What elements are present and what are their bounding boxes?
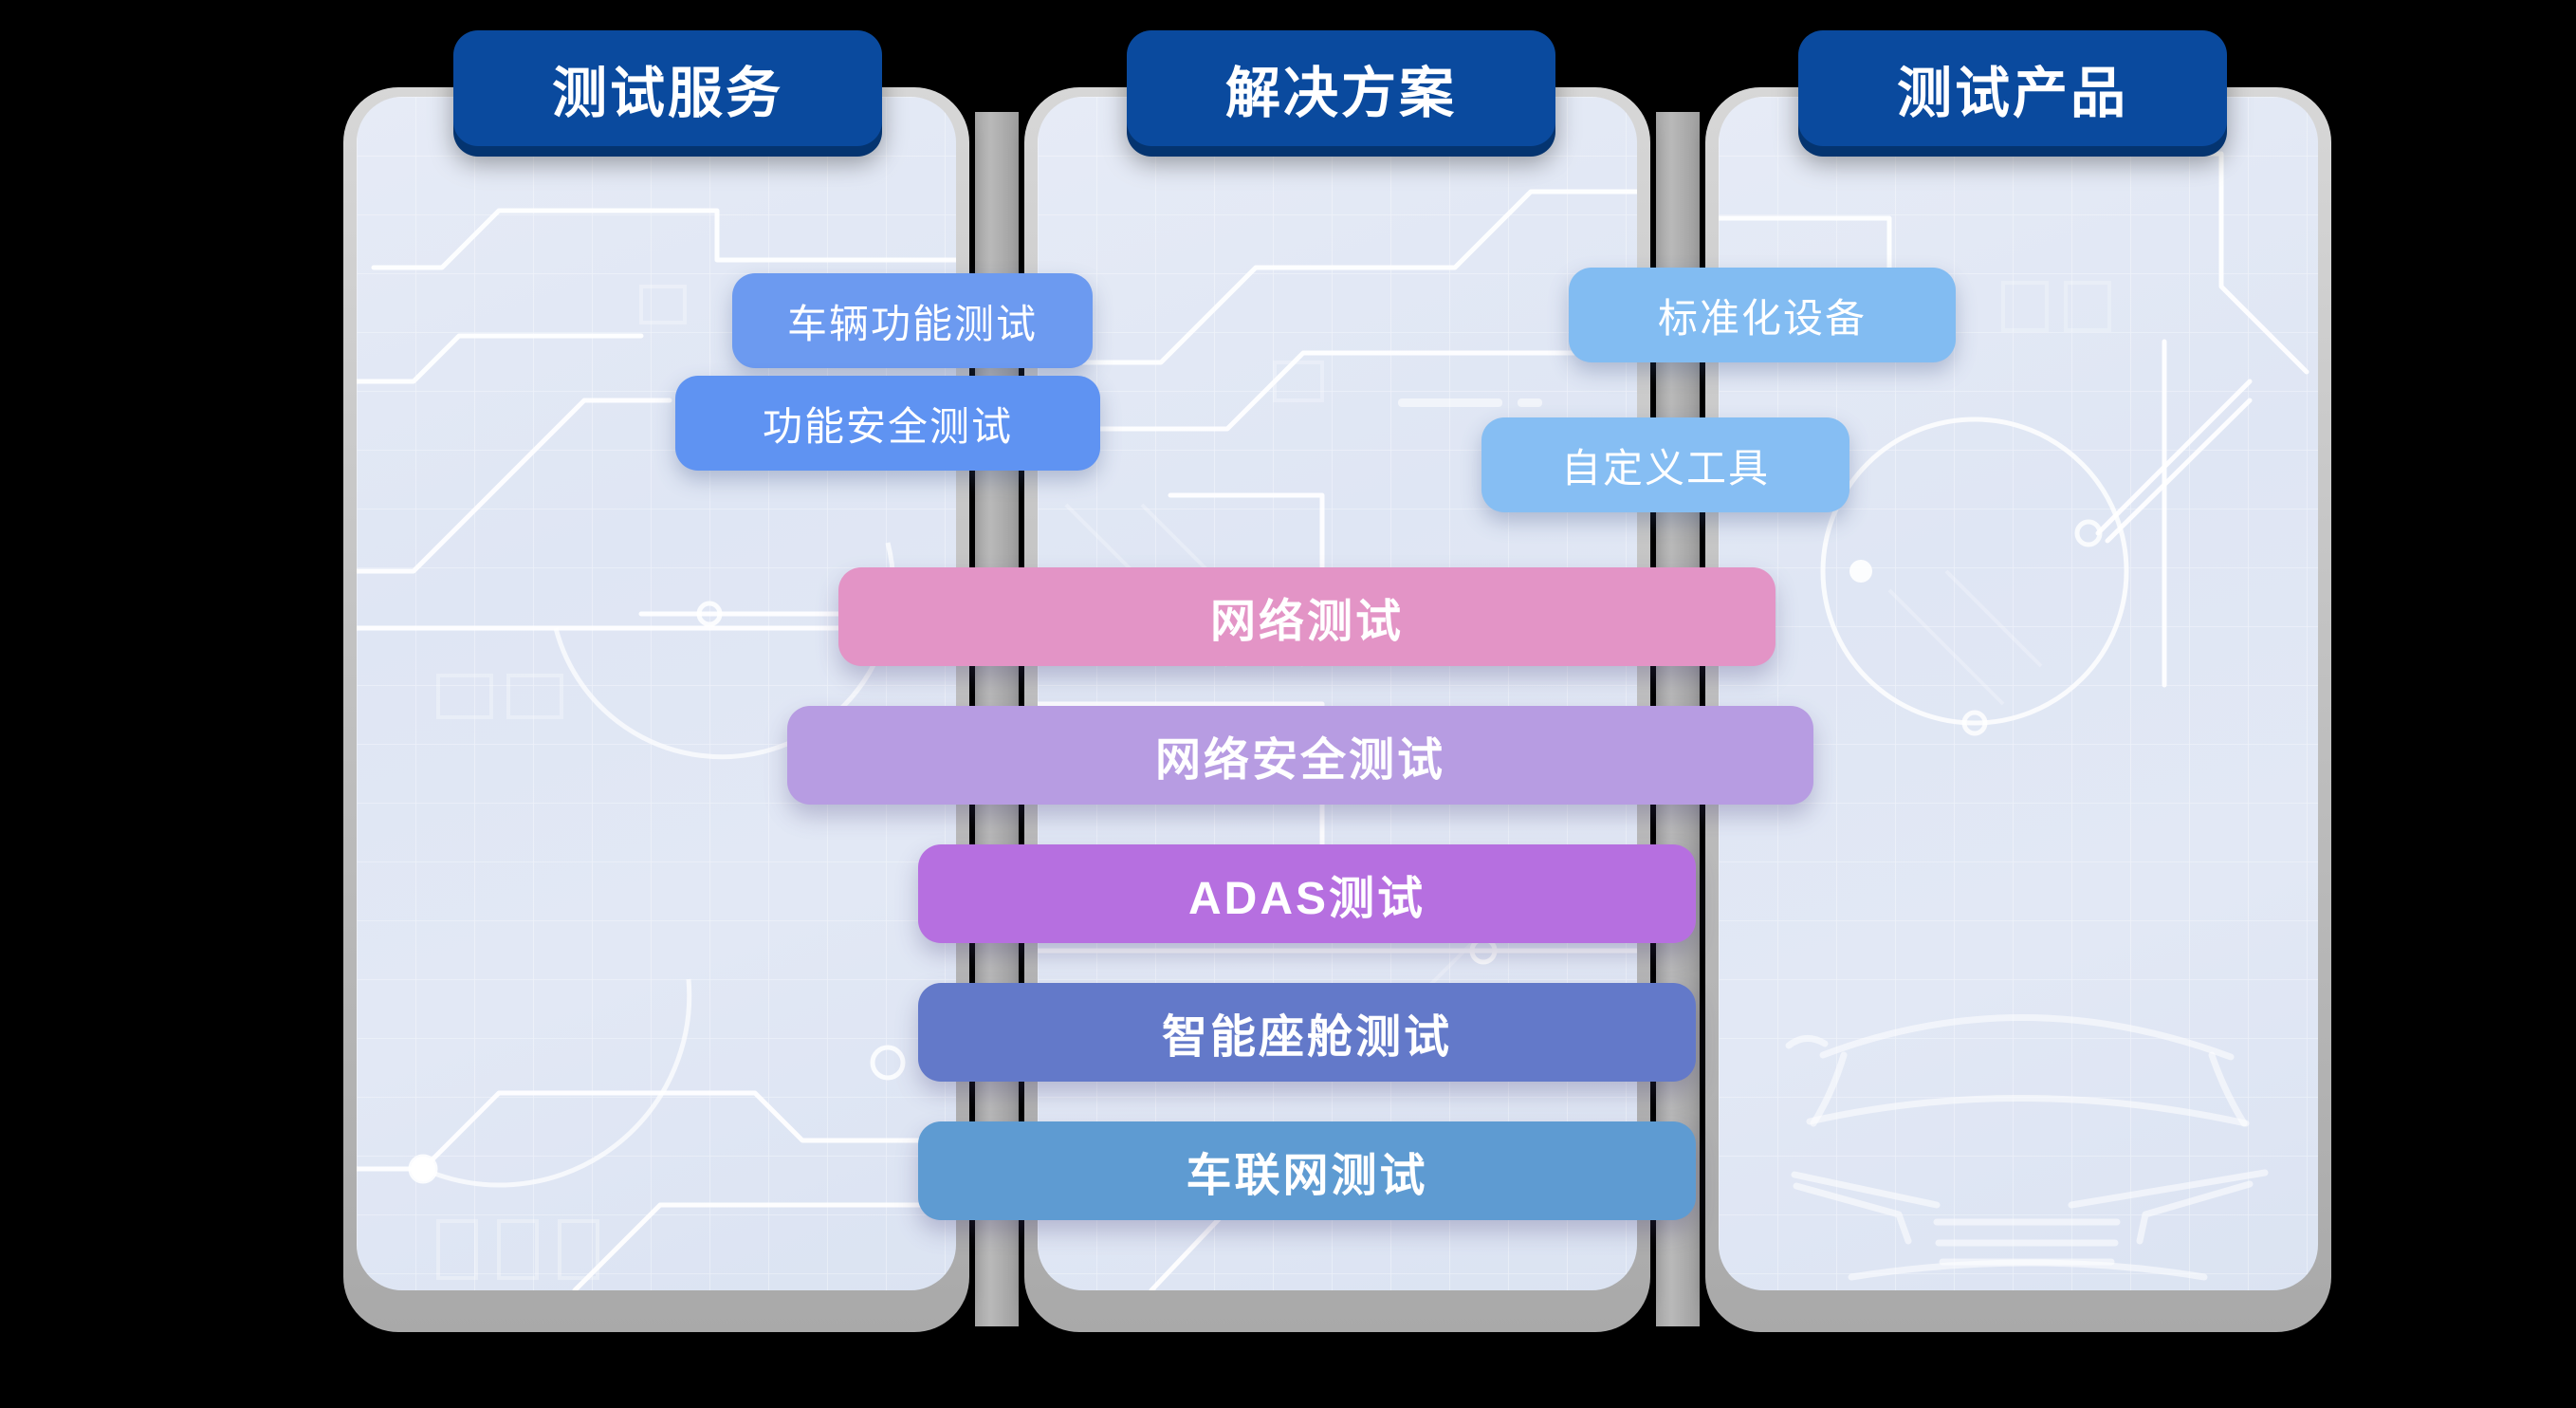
- item-label: 车联网测试: [1186, 1151, 1428, 1201]
- item-standardized-equipment[interactable]: 标准化设备: [1569, 268, 1956, 362]
- item-vehicle-function-test[interactable]: 车辆功能测试: [732, 273, 1093, 368]
- tab-label: 解决方案: [1224, 63, 1457, 124]
- item-label: 网络测试: [1209, 597, 1404, 647]
- item-smart-cockpit-test[interactable]: 智能座舱测试: [918, 983, 1696, 1082]
- item-label: 车辆功能测试: [786, 301, 1038, 346]
- item-label: 功能安全测试: [762, 403, 1013, 449]
- item-label: 智能座舱测试: [1161, 1012, 1452, 1063]
- item-network-test[interactable]: 网络测试: [838, 567, 1776, 666]
- item-network-security-test[interactable]: 网络安全测试: [787, 706, 1813, 805]
- item-custom-tools[interactable]: 自定义工具: [1481, 417, 1849, 512]
- tab-label: 测试产品: [1896, 63, 2128, 124]
- tab-test-services[interactable]: 测试服务: [453, 30, 882, 146]
- tab-solutions[interactable]: 解决方案: [1127, 30, 1555, 146]
- item-label: 自定义工具: [1560, 445, 1770, 491]
- panel-surface-center: [1038, 97, 1637, 1290]
- item-label: 标准化设备: [1657, 295, 1867, 341]
- item-adas-test[interactable]: ADAS测试: [918, 844, 1696, 943]
- item-label: ADAS测试: [1187, 874, 1426, 924]
- item-connected-vehicle-test[interactable]: 车联网测试: [918, 1121, 1696, 1220]
- tab-label: 测试服务: [551, 63, 783, 124]
- circuit-pattern-center: [1038, 97, 1637, 1290]
- item-label: 网络安全测试: [1154, 735, 1445, 786]
- item-functional-safety-test[interactable]: 功能安全测试: [675, 376, 1100, 471]
- car-silhouette: [1785, 1014, 2269, 1281]
- tab-test-products[interactable]: 测试产品: [1798, 30, 2227, 146]
